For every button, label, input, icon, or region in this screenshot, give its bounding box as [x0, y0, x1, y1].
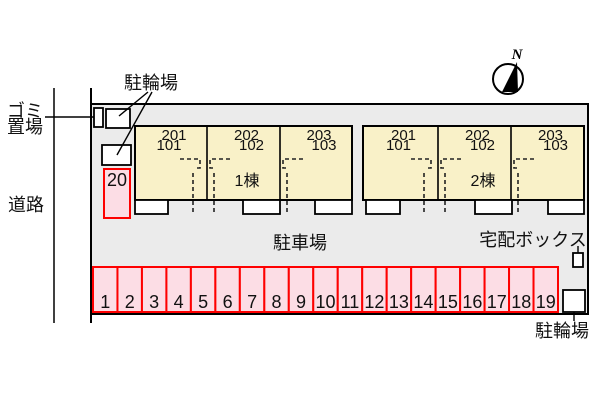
parking-space: [140, 266, 168, 313]
entrance-approach-dashes: [180, 158, 201, 213]
unit-number-upper: 201: [161, 127, 186, 144]
bicycle-parking-box-1: [105, 108, 131, 129]
parking-space-20-outline: [103, 168, 131, 219]
parking-space: [385, 266, 413, 313]
parking-space-number: 18: [511, 292, 531, 312]
unit-number-lower: 101: [386, 137, 411, 154]
compass: N: [492, 47, 524, 95]
parking-space: [92, 266, 119, 313]
unit-number-upper: 203: [306, 127, 331, 144]
entrance-porch: [474, 199, 513, 215]
delivery-box-marker: [572, 252, 584, 268]
entrance-approach-dashes: [282, 158, 303, 213]
parking-space: [214, 266, 241, 313]
parking-space-number: 2: [125, 292, 135, 312]
entrance-approach-dashes: [440, 158, 461, 213]
parking-space: [116, 266, 143, 313]
parking-space: [459, 266, 486, 313]
parking-space: [287, 266, 315, 313]
entrance-approach-dashes: [209, 158, 230, 213]
building-name: 2棟: [471, 172, 496, 190]
parking-space-number: 11: [341, 292, 360, 312]
parking-space: [361, 266, 388, 313]
unit-number-lower: 102: [239, 137, 264, 154]
parking-space-number: 15: [438, 292, 458, 312]
parking-space-number: 9: [296, 292, 306, 312]
entrance-porch: [242, 199, 281, 215]
unit-number-upper: 202: [465, 127, 490, 144]
unit-number-upper: 203: [538, 127, 563, 144]
unit-number-lower: 102: [470, 137, 495, 154]
bicycle-parking-top-label: 駐輪場: [124, 73, 178, 93]
unit-number-lower: 101: [156, 137, 181, 154]
unit-number-upper: 202: [234, 127, 259, 144]
entrance-porch: [134, 199, 169, 215]
bicycle-parking-box-3: [562, 289, 586, 313]
compass-needle: [502, 62, 518, 92]
parking-space: [263, 266, 290, 313]
building-2-outline: [362, 125, 585, 201]
parking-space: [532, 266, 560, 313]
parking-space-number: 17: [487, 292, 507, 312]
bicycle-top-leader-line-1: [118, 91, 149, 117]
bicycle-parking-box-2: [101, 144, 132, 166]
parking-space: [410, 266, 437, 313]
trash-area-label-line1: ゴミ: [7, 101, 43, 121]
entrance-porch: [547, 199, 585, 215]
parking-space-number: 12: [364, 292, 384, 312]
parking-space-number: 5: [198, 292, 208, 312]
parking-space: [238, 266, 266, 313]
unit-number-lower: 103: [311, 137, 336, 154]
entrance-approach-dashes: [411, 158, 432, 213]
parking-space-number: 1: [100, 292, 110, 312]
building-name: 1棟: [235, 172, 260, 190]
road-label: 道路: [8, 195, 44, 215]
parking-space-number: 6: [223, 292, 233, 312]
unit-number-lower: 103: [543, 137, 568, 154]
parking-space-number: 3: [149, 292, 159, 312]
entrance-porch: [365, 199, 401, 215]
parking-space-number: 8: [272, 292, 282, 312]
bicycle-parking-bottom-label: 駐輪場: [535, 321, 589, 341]
unit-number-upper: 201: [391, 127, 416, 144]
parking-space-number: 10: [315, 292, 335, 312]
parking-space-number: 7: [247, 292, 257, 312]
parking-space-number: 13: [389, 292, 409, 312]
bicycle-top-leader-line-2: [116, 91, 153, 156]
north-label: N: [511, 47, 524, 63]
entrance-approach-dashes: [513, 158, 534, 213]
parking-space-20: 20: [103, 168, 131, 219]
parking-space: [189, 266, 217, 313]
parking-space-number: 14: [413, 292, 433, 312]
parking-space: [336, 266, 364, 313]
parking-space-number: 16: [462, 292, 482, 312]
parking-space-number: 4: [174, 292, 184, 312]
parking-space-20-number: 20: [107, 170, 127, 190]
trash-area-box: [93, 107, 104, 128]
delivery-box-label: 宅配ボックス: [479, 230, 586, 250]
parking-lot-label: 駐車場: [273, 233, 327, 253]
entrance-porch: [314, 199, 353, 215]
trash-area-label-line2: 置場: [7, 117, 43, 137]
parking-space-number: 19: [536, 292, 556, 312]
